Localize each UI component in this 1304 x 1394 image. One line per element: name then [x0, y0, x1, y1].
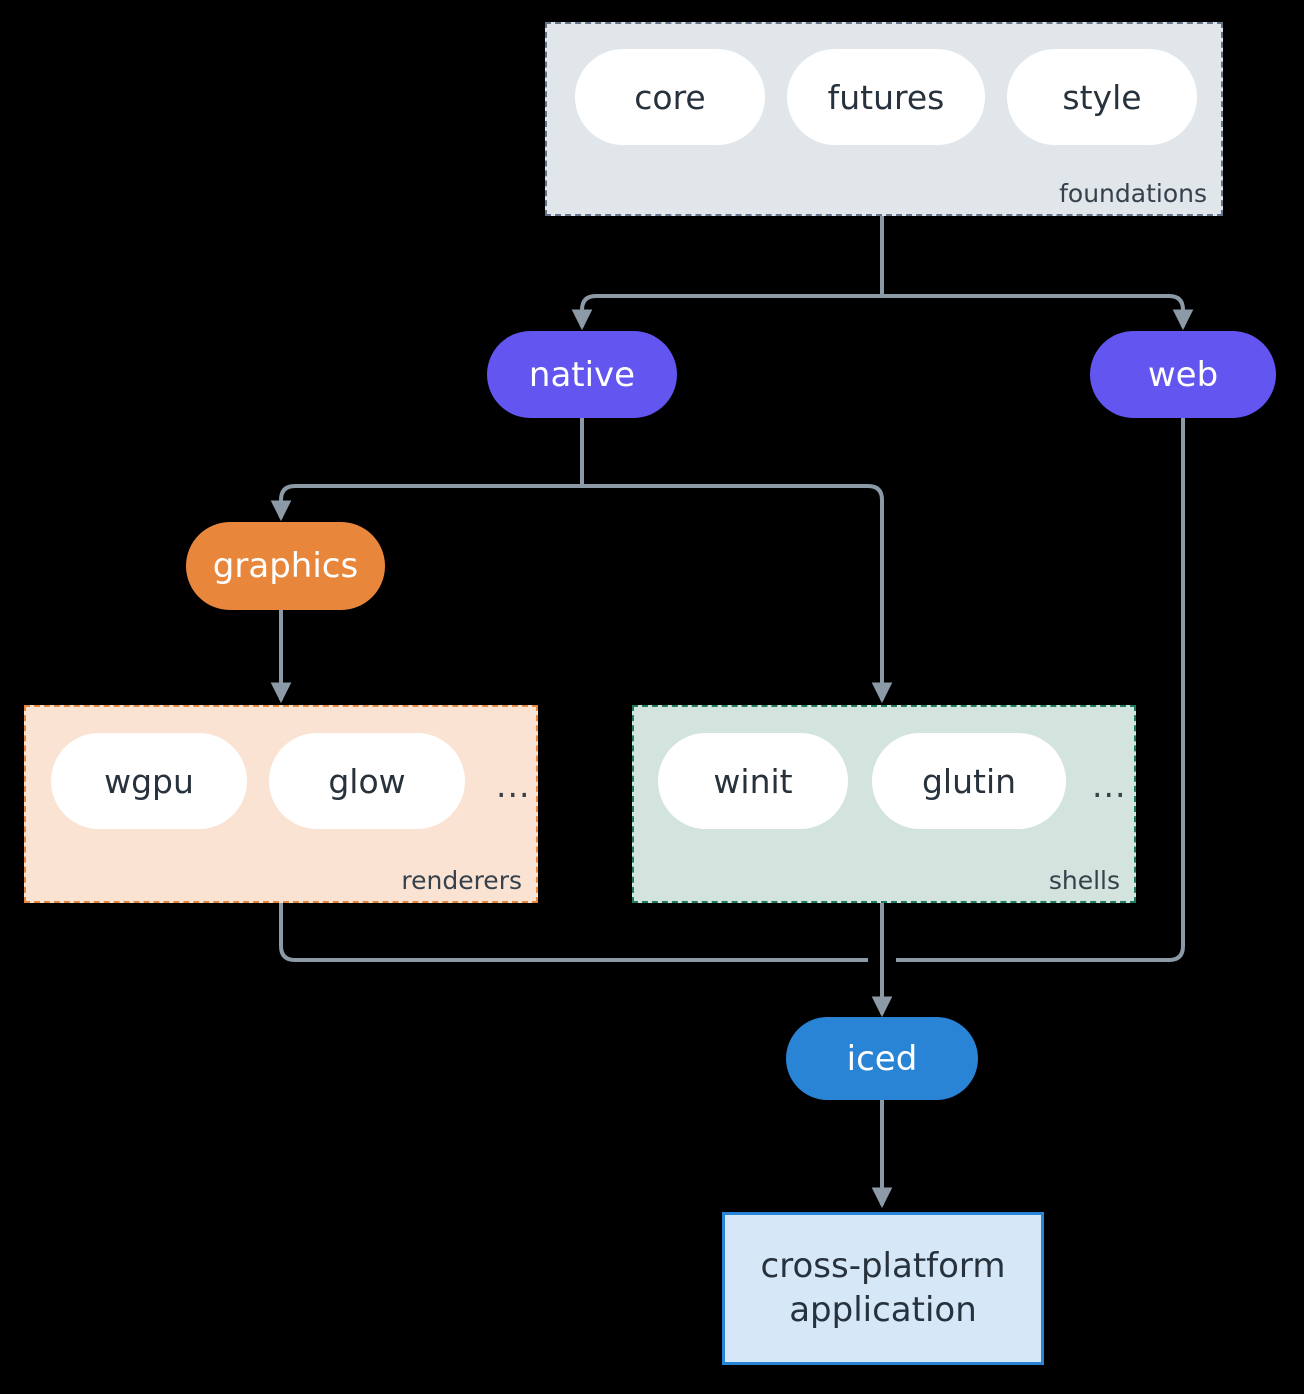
node-iced-label: iced — [846, 1038, 918, 1079]
application-label-line2: application — [789, 1289, 977, 1330]
group-renderers: wgpu glow ... renderers — [24, 705, 538, 903]
edge-native-shells — [582, 484, 893, 704]
pill-futures[interactable]: futures — [787, 49, 985, 145]
pill-core[interactable]: core — [575, 49, 765, 145]
pill-glow[interactable]: glow — [269, 733, 465, 829]
node-graphics[interactable]: graphics — [186, 522, 385, 610]
renderers-more-indicator: ... — [496, 766, 531, 805]
edge-foundations-split-right — [882, 294, 1194, 331]
node-web[interactable]: web — [1090, 331, 1276, 418]
pill-style[interactable]: style — [1007, 49, 1197, 145]
group-label-shells: shells — [1048, 866, 1120, 895]
node-web-label: web — [1147, 354, 1219, 395]
edge-foundations-split-left — [571, 294, 882, 331]
node-graphics-label: graphics — [212, 546, 359, 586]
group-label-renderers: renderers — [401, 866, 522, 895]
node-application[interactable]: cross-platform application — [722, 1212, 1044, 1365]
pill-glutin[interactable]: glutin — [872, 733, 1066, 829]
edge-renderers-iced — [279, 903, 868, 962]
pill-winit[interactable]: winit — [658, 733, 848, 829]
shells-more-indicator: ... — [1092, 766, 1127, 805]
node-native-label: native — [528, 354, 636, 395]
node-native[interactable]: native — [487, 331, 677, 418]
pill-wgpu[interactable]: wgpu — [51, 733, 247, 829]
group-shells: winit glutin ... shells — [632, 705, 1136, 903]
group-foundations: core futures style foundations — [545, 22, 1223, 216]
group-label-foundations: foundations — [1059, 179, 1207, 208]
application-label-line1: cross-platform — [760, 1245, 1006, 1286]
edge-native-graphics — [270, 484, 582, 522]
node-iced[interactable]: iced — [786, 1017, 978, 1100]
